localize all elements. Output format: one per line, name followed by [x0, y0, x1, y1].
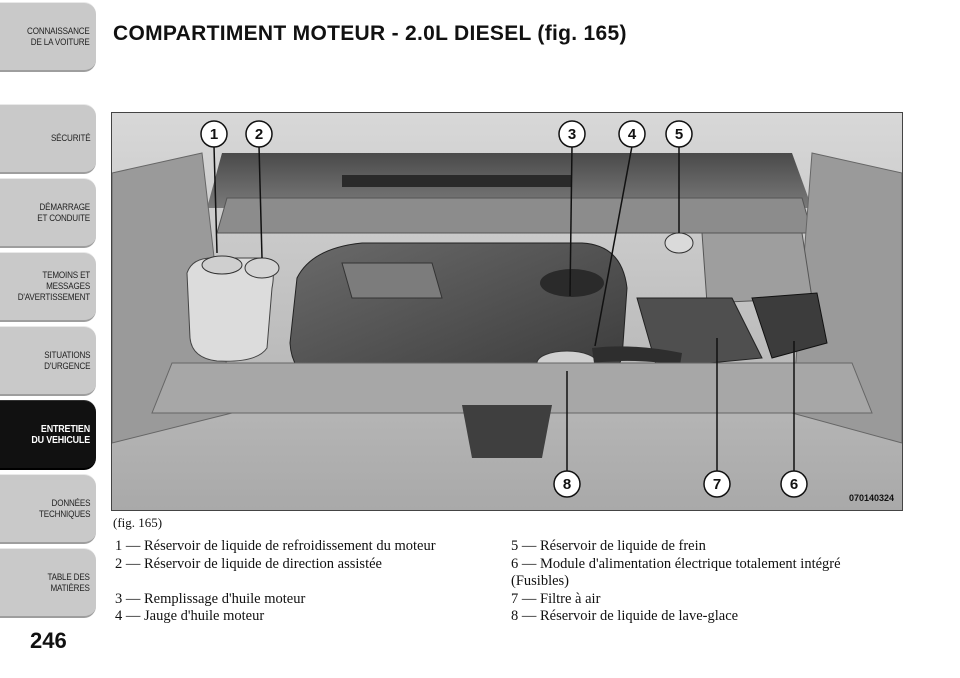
legend-item-6: 6 — Module d'alimentation électrique tot… — [511, 555, 841, 572]
callout-3-label: 3 — [568, 126, 576, 143]
callout-7-label: 7 — [713, 476, 721, 493]
legend-item-8: 8 — Réservoir de liquide de lave-glace — [511, 608, 739, 624]
callout-6 — [780, 470, 808, 498]
legend-item-2: 2 — Réservoir de liquide de direction as… — [115, 555, 382, 572]
tab-label: SITUATIONS D'URGENCE — [43, 349, 90, 372]
legend-item-7: 7 — Filtre à air — [511, 590, 601, 607]
legend-spacer — [115, 573, 436, 591]
page-title: COMPARTIMENT MOTEUR - 2.0L DIESEL (fig. … — [113, 22, 627, 45]
callout-1 — [200, 120, 228, 148]
tab-label: TEMOINS ET MESSAGES D'AVERTISSEMENT — [17, 270, 90, 303]
tab-label: DONNÉES TECHNIQUES — [38, 497, 90, 520]
tab-entretien[interactable]: ENTRETIEN DU VEHICULE — [0, 400, 96, 470]
callout-6-label: 6 — [790, 476, 798, 493]
tab-situations[interactable]: SITUATIONS D'URGENCE — [0, 326, 96, 396]
legend-right: 5 — Réservoir de liquide de frein 6 — Mo… — [511, 538, 841, 626]
callout-8-label: 8 — [563, 476, 571, 493]
tab-temoins[interactable]: TEMOINS ET MESSAGES D'AVERTISSEMENT — [0, 252, 96, 322]
tab-label: ENTRETIEN DU VEHICULE — [31, 422, 90, 446]
tab-label: TABLE DES MATIÈRES — [47, 571, 90, 594]
engine-figure: 1 2 3 4 5 8 7 6 070140324 — [111, 112, 903, 511]
legend-item-5: 5 — Réservoir de liquide de frein — [511, 538, 706, 554]
legend-item-4: 4 — Jauge d'huile moteur — [115, 608, 265, 624]
callout-2-label: 2 — [255, 126, 263, 143]
callout-3 — [558, 120, 586, 148]
callout-7 — [703, 470, 731, 498]
sidebar-tabs: CONNAISSANCE DE LA VOITURE SÉCURITÉ DÉMA… — [0, 0, 100, 630]
tab-connaissance[interactable]: CONNAISSANCE DE LA VOITURE — [0, 2, 96, 72]
callout-1-label: 1 — [210, 126, 218, 143]
callout-5-label: 5 — [675, 126, 683, 143]
tab-label: SÉCURITÉ — [50, 133, 91, 144]
legend-item-1: 1 — Réservoir de liquide de refroidissem… — [115, 538, 436, 554]
callout-4-label: 4 — [628, 126, 637, 143]
legend-item-3: 3 — Remplissage d'huile moteur — [115, 590, 306, 607]
tab-label: CONNAISSANCE DE LA VOITURE — [27, 25, 90, 48]
callout-4 — [618, 120, 646, 148]
page-number: 246 — [30, 628, 67, 653]
figure-code: 070140324 — [848, 493, 894, 503]
figure-caption: (fig. 165) — [113, 515, 163, 530]
tab-label: DÉMARRAGE ET CONDUITE — [37, 201, 90, 224]
tab-securite[interactable]: SÉCURITÉ — [0, 104, 96, 174]
tab-donnees[interactable]: DONNÉES TECHNIQUES — [0, 474, 96, 544]
callout-8 — [553, 470, 581, 498]
legend-left: 1 — Réservoir de liquide de refroidissem… — [115, 538, 436, 626]
legend-item-6-note: (Fusibles) — [511, 573, 569, 589]
callout-5 — [665, 120, 693, 148]
tab-table-des-matieres[interactable]: TABLE DES MATIÈRES — [0, 548, 96, 618]
tab-demarrage[interactable]: DÉMARRAGE ET CONDUITE — [0, 178, 96, 248]
engine-illustration: 1 2 3 4 5 8 7 6 — [112, 113, 902, 510]
callout-2 — [245, 120, 273, 148]
